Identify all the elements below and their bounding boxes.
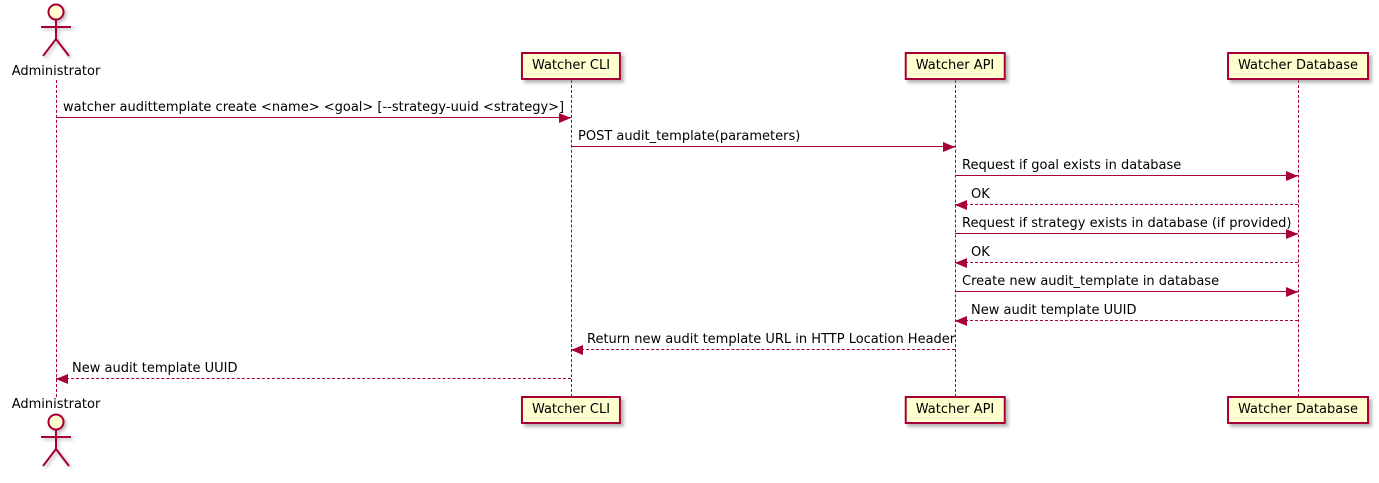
message-arrowhead-6: [1286, 287, 1298, 297]
message-line-6: [955, 291, 1298, 292]
message-arrowhead-3: [955, 200, 967, 210]
message-label-4: Request if strategy exists in database (…: [962, 216, 1292, 231]
message-arrowhead-8: [571, 345, 583, 355]
actor-label-admin-top: Administrator: [11, 64, 101, 79]
message-arrowhead-5: [955, 258, 967, 268]
message-arrowhead-2: [1286, 171, 1298, 181]
lifeline-api: [955, 80, 956, 397]
message-line-3: [955, 204, 1298, 205]
message-label-0: watcher audittemplate create <name> <goa…: [63, 100, 565, 115]
participant-box-api-top: Watcher API: [904, 52, 1006, 80]
message-line-5: [955, 262, 1298, 263]
message-label-2: Request if goal exists in database: [962, 158, 1182, 173]
message-label-1: POST audit_template(parameters): [578, 129, 801, 144]
message-label-6: Create new audit_template in database: [962, 274, 1220, 289]
message-line-8: [571, 349, 955, 350]
participant-box-cli-bottom: Watcher CLI: [520, 396, 622, 424]
message-line-1: [571, 146, 955, 147]
message-arrowhead-9: [56, 374, 68, 384]
message-label-5: OK: [971, 245, 990, 260]
message-label-7: New audit template UUID: [971, 303, 1137, 318]
message-label-8: Return new audit template URL in HTTP Lo…: [587, 332, 956, 347]
message-arrowhead-7: [955, 316, 967, 326]
message-line-0: [56, 117, 571, 118]
participant-box-cli-top: Watcher CLI: [520, 52, 622, 80]
message-line-9: [56, 378, 571, 379]
message-arrowhead-0: [559, 113, 571, 123]
participant-box-api-bottom: Watcher API: [904, 396, 1006, 424]
message-line-7: [955, 320, 1298, 321]
message-line-4: [955, 233, 1298, 234]
actor-label-admin-bottom: Administrator: [11, 397, 101, 412]
message-arrowhead-4: [1286, 229, 1298, 239]
actor-figure-admin-top: [37, 2, 75, 64]
lifeline-db: [1298, 80, 1299, 397]
participant-box-db-bottom: Watcher Database: [1227, 396, 1369, 424]
lifeline-cli: [571, 80, 572, 397]
message-label-3: OK: [971, 187, 990, 202]
actor-figure-admin-bottom: [37, 412, 75, 474]
message-arrowhead-1: [943, 142, 955, 152]
participant-box-db-top: Watcher Database: [1227, 52, 1369, 80]
person-icon: [41, 413, 71, 467]
lifeline-admin: [56, 80, 57, 397]
message-line-2: [955, 175, 1298, 176]
person-icon: [41, 3, 71, 57]
message-label-9: New audit template UUID: [72, 361, 238, 376]
